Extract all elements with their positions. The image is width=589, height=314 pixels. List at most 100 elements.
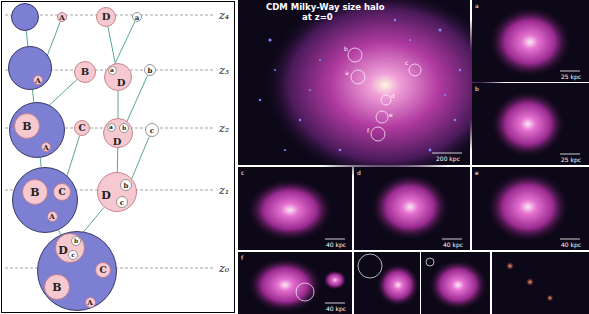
halo-letter: B: [52, 282, 61, 293]
halo-letter: b: [122, 125, 126, 131]
subhalo-circle: B: [14, 113, 40, 139]
subhalo-circle: A: [33, 75, 43, 85]
halo-letter: C: [58, 188, 65, 197]
merger-line: [59, 230, 61, 234]
halo-letter: A: [43, 144, 48, 151]
halo-letter: A: [59, 14, 64, 21]
halo-letter: B: [30, 187, 39, 198]
halo-letter: a: [109, 124, 113, 130]
subhalo-circle: Db c: [55, 233, 85, 263]
subhalo-circle: Da: [104, 63, 132, 91]
redshift-label: z₀: [219, 263, 229, 274]
subhalo-circle: b: [120, 179, 132, 191]
subhalo-circle: Da b: [103, 118, 133, 148]
halo-letter: b: [74, 238, 78, 244]
halo-letter: B: [81, 67, 89, 77]
redshift-label: z₃: [219, 65, 229, 76]
image-title: at z=0: [302, 13, 333, 22]
panel-label: f: [241, 255, 243, 261]
panel-label: 40 kpc: [326, 306, 346, 312]
halo-letter: a: [110, 67, 114, 73]
merger-line: [114, 22, 135, 66]
panel-label: 40 kpc: [443, 242, 463, 248]
halo-letter: D: [117, 78, 126, 88]
subhalo-circle: a: [132, 12, 142, 22]
halo-letter: c: [71, 252, 75, 258]
panel-label: 40 kpc: [326, 242, 346, 248]
merger-line: [108, 27, 115, 63]
panel-label: a: [475, 3, 479, 9]
halo-letter: c: [120, 199, 124, 206]
panel-frame: [2, 2, 235, 313]
panel-label: d: [391, 93, 395, 99]
halo-letter: B: [22, 121, 31, 132]
panel-label: c: [405, 60, 408, 66]
halo-letter: D: [113, 137, 122, 147]
halo-letter: C: [78, 124, 85, 133]
simulation-images: [238, 0, 589, 314]
panel-label: a: [345, 70, 349, 76]
subhalo-circle: B: [44, 274, 70, 300]
merger-line: [118, 91, 119, 118]
subhalo-circle: A: [57, 12, 67, 22]
panel-label: b: [475, 86, 479, 92]
panel-label: 200 kpc: [436, 156, 460, 162]
subhalo-circle: a: [108, 66, 117, 75]
subhalo-circle: a: [107, 123, 116, 132]
subhalo-circle: b: [119, 123, 129, 133]
subhalo-circle: C: [95, 262, 111, 278]
panel-label: 25 kpc: [561, 74, 581, 80]
halo-circle: BA: [9, 102, 65, 158]
halo-circle: B C A: [12, 167, 78, 233]
halo-circle: [11, 3, 39, 31]
subhalo-circle: c: [116, 196, 128, 208]
halo-letter: b: [124, 182, 129, 189]
halo-letter: c: [150, 127, 154, 134]
subhalo-circle: c: [145, 123, 159, 137]
halo-circle: Db cC B A: [37, 231, 117, 311]
subhalo-circle: Db c: [97, 172, 137, 212]
panel-label: b: [344, 46, 348, 52]
merger-line: [117, 148, 118, 172]
subhalo-circle: b: [71, 236, 81, 246]
merger-line: [40, 158, 41, 167]
merger-line: [124, 136, 149, 196]
subhalo-circle: A: [41, 142, 51, 152]
subhalo-circle: D: [96, 7, 116, 27]
panel-label: e: [389, 112, 393, 118]
halo-letter: C: [99, 266, 106, 275]
halo-letter: D: [101, 190, 111, 201]
halo-letter: D: [58, 245, 68, 256]
subhalo-circle: c: [68, 250, 78, 260]
redshift-label: z₁: [219, 185, 229, 196]
halo-letter: a: [135, 14, 140, 21]
halo-letter: A: [87, 299, 92, 306]
panel-label: 25 kpc: [561, 157, 581, 163]
image-title: CDM Milky-Way size halo: [266, 3, 385, 12]
halo-letter: A: [35, 77, 40, 84]
subhalo-circle: A: [47, 211, 58, 222]
panel-label: c: [241, 170, 244, 176]
circle-outline: [11, 3, 39, 31]
halo-letter: A: [49, 213, 54, 220]
subhalo-circle: B: [74, 61, 96, 83]
halo-letter: b: [148, 67, 153, 74]
subhalo-circle: B: [22, 179, 48, 205]
subhalo-circle: C: [74, 120, 90, 136]
panel-label: 40 kpc: [561, 242, 581, 248]
subhalo-circle: C: [53, 183, 71, 201]
merger-line: [32, 90, 33, 102]
panel-label: f: [367, 128, 369, 134]
subhalo-circle: b: [144, 64, 156, 76]
circle-outline: [8, 46, 52, 90]
panel-label: d: [357, 170, 361, 176]
halo-circle: A: [8, 46, 52, 90]
halo-letter: D: [102, 12, 111, 22]
redshift-label: z₄: [219, 10, 229, 21]
subhalo-circle: A: [85, 297, 96, 308]
redshift-label: z₂: [219, 123, 229, 134]
panel-label: e: [475, 170, 479, 176]
merger-line: [26, 31, 27, 46]
redshift-lines: [5, 15, 215, 268]
